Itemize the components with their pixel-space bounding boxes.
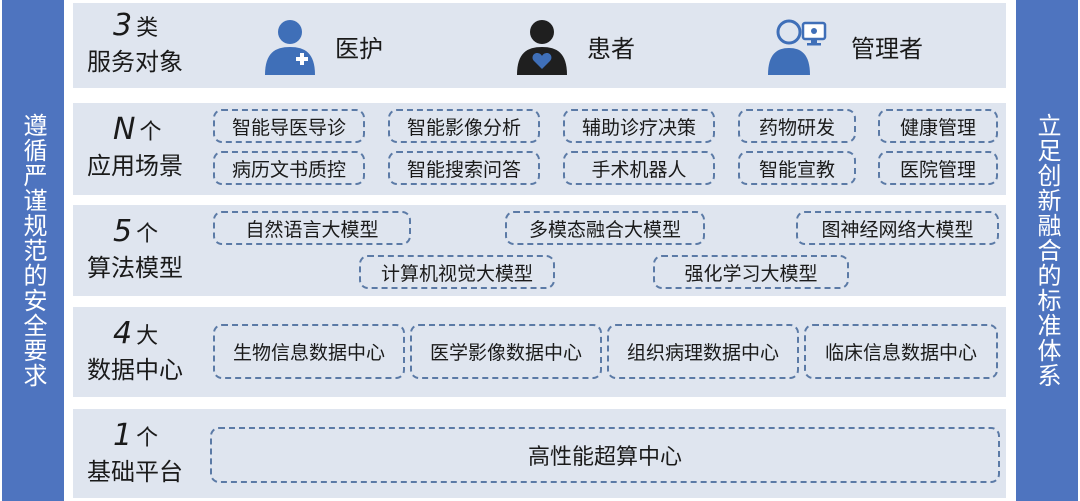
- target-label: 患者: [587, 34, 635, 63]
- tier-title: 服务对象: [87, 48, 183, 76]
- tier-number: 1: [113, 418, 133, 453]
- tier-title: 应用场景: [87, 152, 183, 180]
- model-box: 强化学习大模型: [653, 255, 849, 289]
- tier-number: N: [113, 112, 136, 147]
- tier-number: 5: [113, 214, 133, 249]
- model-box: 自然语言大模型: [213, 211, 411, 245]
- scenario-box: 智能宣教: [738, 151, 856, 185]
- scenario-box: 智能搜索问答: [388, 151, 540, 185]
- tier-title: 基础平台: [87, 458, 183, 486]
- tier-title: 算法模型: [87, 254, 183, 282]
- target-label: 管理者: [851, 34, 923, 63]
- scenario-box: 智能导医导诊: [213, 109, 365, 143]
- scenario-box: 辅助诊疗决策: [563, 109, 715, 143]
- scenario-box: 医院管理: [878, 151, 998, 185]
- tier-unit: 类: [136, 16, 159, 41]
- data-center-box: 生物信息数据中心: [213, 324, 405, 379]
- administrator-icon: [768, 19, 827, 75]
- scenario-box: 健康管理: [878, 109, 998, 143]
- tier-unit: 个: [136, 426, 159, 451]
- target-patient: 患者: [513, 17, 635, 75]
- scenario-box: 病历文书质控: [213, 151, 365, 185]
- target-label: 医护: [335, 34, 383, 63]
- patient-icon: [517, 20, 567, 75]
- scenario-box: 药物研发: [738, 109, 856, 143]
- tier-number: 4: [113, 316, 133, 351]
- data-center-box: 临床信息数据中心: [804, 324, 998, 379]
- right-banner: 立足创新融合的标准体系: [1016, 0, 1078, 501]
- scenario-box: 手术机器人: [563, 151, 715, 185]
- tier-unit: 个: [139, 120, 162, 145]
- left-banner: 遵循严谨规范的安全要求: [2, 0, 64, 501]
- tier-title: 数据中心: [87, 356, 183, 384]
- right-banner-text: 立足创新融合的标准体系: [1033, 113, 1061, 388]
- tier-unit: 大: [136, 324, 159, 349]
- target-doctor: 医护: [261, 17, 383, 75]
- doctor-icon: [265, 20, 315, 75]
- platform-box: 高性能超算中心: [210, 427, 1000, 483]
- tier-unit: 个: [136, 222, 159, 247]
- model-box: 计算机视觉大模型: [359, 255, 555, 289]
- model-box: 多模态融合大模型: [505, 211, 705, 245]
- data-center-box: 医学影像数据中心: [410, 324, 602, 379]
- left-banner-text: 遵循严谨规范的安全要求: [19, 113, 47, 388]
- scenario-box: 智能影像分析: [388, 109, 540, 143]
- model-box: 图神经网络大模型: [796, 211, 999, 245]
- target-administrator: 管理者: [765, 17, 923, 75]
- tier-number: 3: [113, 8, 133, 43]
- data-center-box: 组织病理数据中心: [607, 324, 799, 379]
